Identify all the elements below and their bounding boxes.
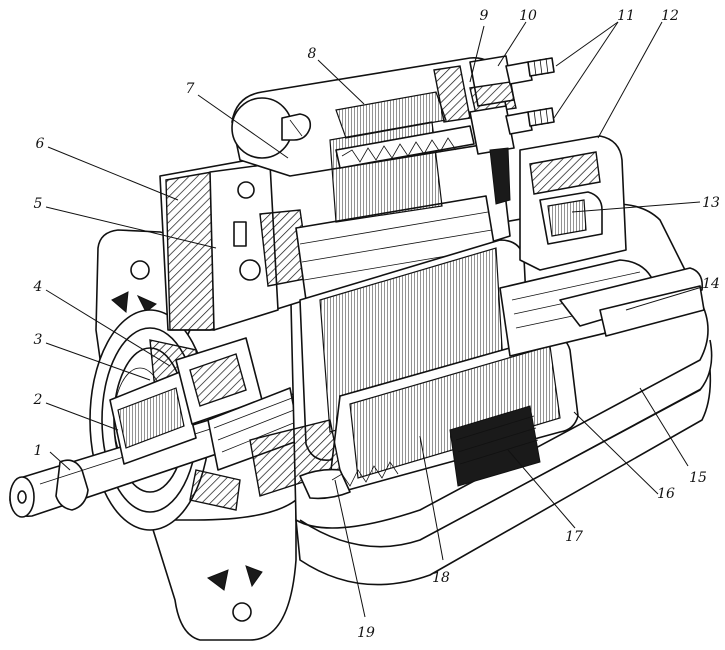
leader-15 [639, 387, 689, 467]
leader-4 [45, 289, 171, 367]
callout-13: 13 [702, 195, 720, 211]
callout-10: 10 [519, 8, 537, 24]
leader-2 [45, 402, 119, 431]
leader-6 [47, 146, 179, 201]
leader-19 [334, 479, 366, 618]
leader-14 [625, 286, 703, 311]
overrunning-clutch [109, 337, 301, 471]
callout-17: 17 [565, 529, 583, 545]
leader-11b [553, 21, 619, 119]
solenoid-switch [231, 55, 555, 223]
callout-12: 12 [661, 8, 679, 24]
leader-11a [555, 21, 619, 67]
leader-8 [317, 59, 365, 105]
lower-field-coil [249, 419, 399, 500]
armature-core [299, 239, 579, 491]
callout-8: 8 [308, 46, 317, 62]
callout-2: 2 [33, 392, 43, 408]
callout-6: 6 [36, 136, 45, 152]
leader-13 [571, 201, 701, 213]
leader-1 [49, 451, 71, 471]
callout-labels: 1 2 3 4 5 6 7 8 9 10 11 12 13 14 15 16 1… [33, 8, 720, 641]
callout-16: 16 [657, 486, 675, 502]
leader-16 [573, 411, 659, 495]
callout-19: 19 [357, 625, 375, 641]
leader-7 [197, 94, 289, 159]
callout-4: 4 [33, 279, 43, 295]
leader-18 [419, 435, 444, 561]
leader-3 [45, 342, 151, 381]
callout-15: 15 [689, 470, 707, 486]
callout-11: 11 [617, 8, 635, 24]
leader-12 [597, 21, 663, 139]
leader-lines [45, 21, 703, 618]
callout-1: 1 [34, 443, 43, 459]
callout-3: 3 [34, 332, 43, 348]
callout-5: 5 [34, 196, 43, 212]
commutator-end [499, 135, 705, 357]
callout-14: 14 [702, 276, 720, 292]
callout-9: 9 [480, 8, 489, 24]
leader-17 [507, 449, 576, 529]
leader-9 [469, 25, 485, 83]
leader-10 [497, 21, 527, 67]
leader-5 [45, 206, 217, 249]
callout-7: 7 [186, 81, 195, 97]
callout-18: 18 [432, 570, 450, 586]
